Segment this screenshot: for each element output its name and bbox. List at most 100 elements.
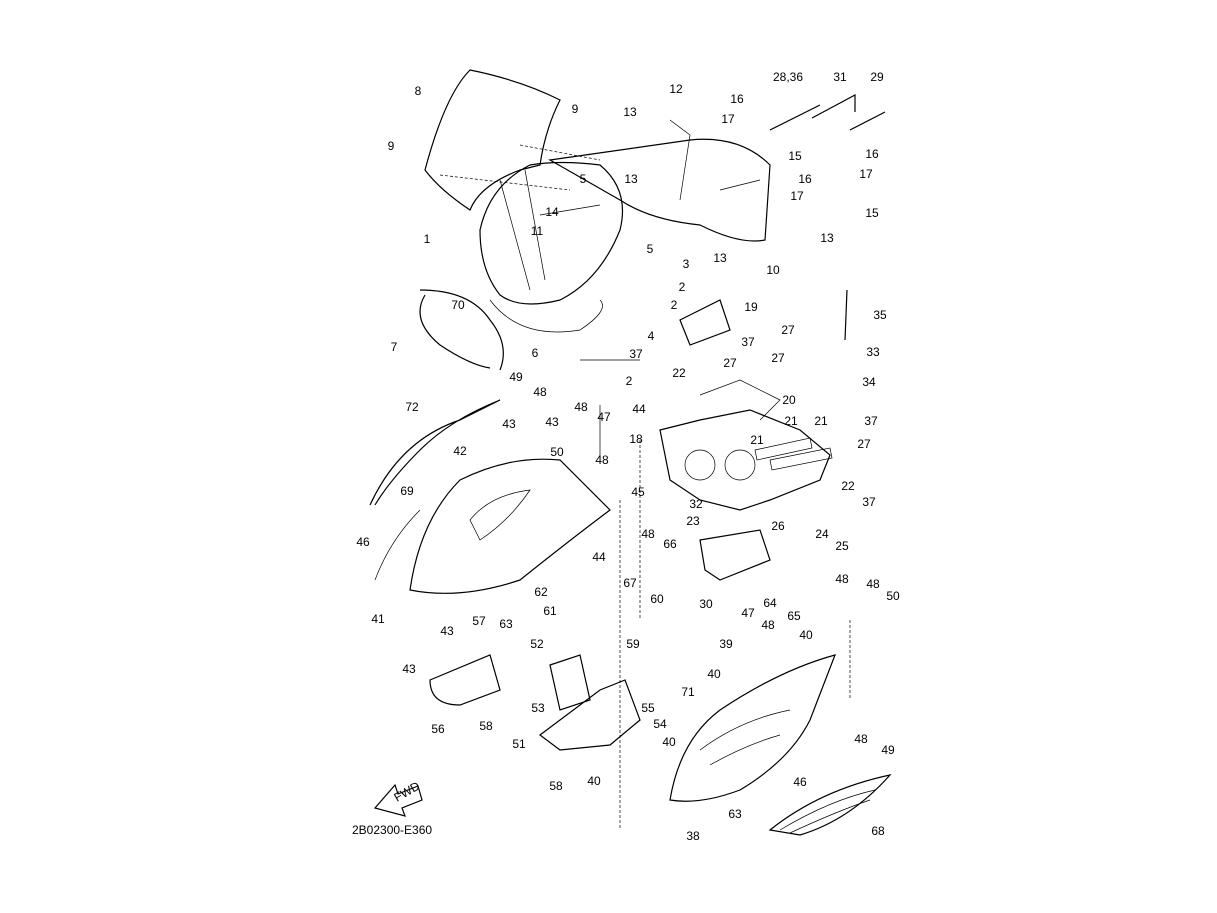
part-callout: 50 <box>886 589 900 603</box>
part-callout: 30 <box>699 597 713 611</box>
part-callout: 27 <box>723 356 737 370</box>
part-callout: 16 <box>865 147 879 161</box>
part-callout: 4 <box>648 329 655 343</box>
part-callout: 48 <box>574 400 588 414</box>
part-callout: 72 <box>405 400 419 414</box>
part-callout: 13 <box>820 231 834 245</box>
part-callout: 60 <box>650 592 664 606</box>
part-callout: 57 <box>472 614 486 628</box>
trim-strip <box>419 289 504 371</box>
part-callout: 44 <box>632 402 646 416</box>
part-callout: 41 <box>371 612 385 626</box>
part-callout: 67 <box>623 576 637 590</box>
part-callout: 69 <box>400 484 414 498</box>
side-cowl-left <box>369 399 501 506</box>
part-callout: 59 <box>626 637 640 651</box>
part-callout: 66 <box>663 537 677 551</box>
part-callout: 71 <box>681 685 695 699</box>
part-callout: 48 <box>854 732 868 746</box>
part-callout: 8 <box>415 84 422 98</box>
part-callout: 2 <box>626 374 633 388</box>
part-callout: 15 <box>788 149 802 163</box>
part-callout: 50 <box>550 445 564 459</box>
part-callout: 16 <box>730 92 744 106</box>
part-callout: 47 <box>741 606 755 620</box>
under-cowl <box>429 654 501 706</box>
part-callout: 68 <box>871 824 885 838</box>
part-callout: 49 <box>509 370 523 384</box>
part-callout: 37 <box>741 335 755 349</box>
part-callout: 40 <box>662 735 676 749</box>
part-callout: 38 <box>686 829 700 843</box>
part-callout: 26 <box>771 519 785 533</box>
part-callout: 43 <box>502 417 516 431</box>
part-callout: 45 <box>631 485 645 499</box>
part-callout: 2 <box>679 280 686 294</box>
part-callout: 34 <box>862 375 876 389</box>
part-callout: 51 <box>512 737 526 751</box>
part-callout: 21 <box>814 414 828 428</box>
part-callout: 37 <box>629 347 643 361</box>
fwd-arrow <box>373 783 423 817</box>
part-callout: 21 <box>750 433 764 447</box>
part-callout: 17 <box>859 167 873 181</box>
part-callout: 17 <box>721 112 735 126</box>
part-callout: 42 <box>453 444 467 458</box>
part-callout: 21 <box>784 414 798 428</box>
part-callout: 37 <box>862 495 876 509</box>
part-callout: 63 <box>499 617 513 631</box>
part-callout: 58 <box>479 719 493 733</box>
part-callout: 27 <box>857 437 871 451</box>
bracket <box>679 299 731 346</box>
part-callout: 55 <box>641 701 655 715</box>
part-callout: 15 <box>865 206 879 220</box>
part-callout: 12 <box>669 82 683 96</box>
part-callout: 48 <box>641 527 655 541</box>
part-callout: 70 <box>451 298 465 312</box>
part-callout: 43 <box>402 662 416 676</box>
part-callout: 2 <box>671 298 678 312</box>
windscreen <box>424 69 561 211</box>
part-callout: 13 <box>624 172 638 186</box>
part-callout: 58 <box>549 779 563 793</box>
part-callout: 24 <box>815 527 829 541</box>
part-callout: 13 <box>713 251 727 265</box>
part-callout: 39 <box>719 637 733 651</box>
part-callout: 11 <box>531 224 544 238</box>
part-callout: 25 <box>835 539 849 553</box>
part-callout: 44 <box>592 550 606 564</box>
part-callout: 64 <box>763 596 777 610</box>
part-callout: 18 <box>629 432 643 446</box>
part-callout: 20 <box>782 393 796 407</box>
part-callout: 17 <box>790 189 804 203</box>
part-callout: 46 <box>356 535 370 549</box>
part-callout: 13 <box>623 105 637 119</box>
part-callout: 28,36 <box>773 70 803 84</box>
part-callout: 19 <box>744 300 758 314</box>
part-callout: 27 <box>781 323 795 337</box>
part-callout: 22 <box>841 479 855 493</box>
part-callout: 14 <box>545 205 559 219</box>
part-callout: 31 <box>833 70 847 84</box>
part-callout: 9 <box>388 139 395 153</box>
part-callout: 48 <box>866 577 880 591</box>
part-callout: 63 <box>728 807 742 821</box>
part-callout: 48 <box>533 385 547 399</box>
part-callout: 40 <box>587 774 601 788</box>
part-callout: 37 <box>864 414 878 428</box>
part-callout: 49 <box>881 743 895 757</box>
part-callout: 27 <box>771 351 785 365</box>
part-callout: 6 <box>532 346 539 360</box>
inner-panel <box>549 654 591 711</box>
part-callout: 23 <box>686 514 700 528</box>
part-callout: 43 <box>440 624 454 638</box>
part-callout: 5 <box>580 172 587 186</box>
part-callout: 48 <box>761 618 775 632</box>
fwd-label: FWD <box>392 779 423 805</box>
part-callout: 33 <box>866 345 880 359</box>
part-callout: 56 <box>431 722 445 736</box>
part-callout: 5 <box>647 242 654 256</box>
